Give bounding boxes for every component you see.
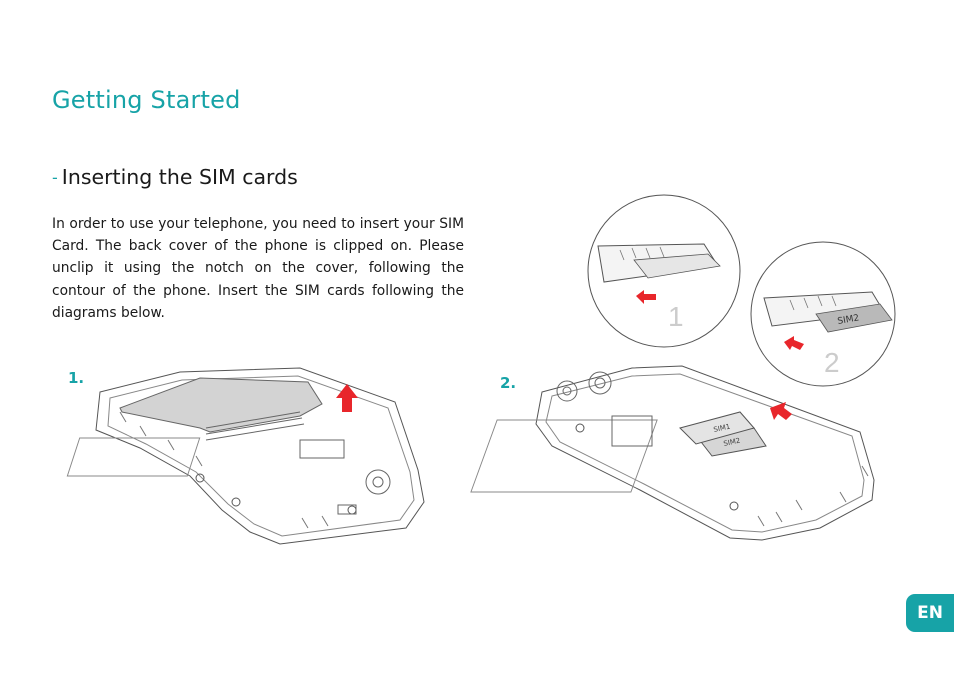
figure-2-battery-bay (470, 419, 658, 493)
figure-1-back-cover (119, 377, 323, 441)
zoom-circle-2: SIM2 2 (750, 241, 896, 387)
figure-2-phone-body (535, 365, 875, 541)
figure-2-sim1-label: SIM1 (713, 423, 731, 434)
zoom-2-number: 2 (824, 347, 840, 378)
figure-2-screw-hole (729, 501, 739, 511)
instructions-paragraph: In order to use your telephone, you need… (52, 216, 464, 321)
figure-2-clip-marks (757, 465, 869, 527)
language-badge: EN (906, 594, 954, 632)
figure-2-phone-inner-edge (545, 373, 865, 533)
figure-2-camera-lens (562, 386, 572, 396)
zoom-1-sim-card (633, 253, 721, 279)
zoom-circle-1: 1 (587, 194, 741, 348)
figure-2-sim1-card (679, 411, 755, 445)
figure-2-insert-arrow-icon (770, 402, 792, 420)
figure-2-card-slot (611, 415, 653, 447)
figure-1-camera-lens (372, 476, 384, 488)
figure-2-sim2-label: SIM2 (723, 437, 741, 448)
zoom-2-sim2-label: SIM2 (837, 313, 860, 327)
figure-1-camera-ring (365, 469, 391, 495)
zoom-2-insert-arrow-icon (784, 336, 804, 350)
figure-1-phone-inner-edge (107, 375, 415, 537)
section-dash: - (52, 168, 58, 187)
figure-2-camera-ring (556, 380, 578, 402)
zoom-2-contacts (789, 295, 837, 311)
figure-2-flash-ring (588, 371, 612, 395)
step-2-label: 2. (500, 374, 517, 392)
figure-1-screw-hole (195, 473, 205, 483)
figure-1-battery-area (66, 437, 201, 477)
zoom-1-number: 1 (668, 301, 684, 332)
zoom-1-contacts (619, 246, 665, 261)
section-heading: -Inserting the SIM cards (52, 165, 298, 189)
zoom-1-eject-arrow-icon (636, 290, 656, 304)
figure-2-flash (594, 377, 606, 389)
step-1-label: 1. (68, 369, 85, 387)
figure-2-sim-cards: SIM1 SIM2 (679, 411, 767, 457)
figure-1-connector (337, 504, 357, 515)
figure-1-clip-marks (119, 411, 329, 529)
figure-2-phone-open (470, 365, 875, 541)
page-title: Getting Started (52, 86, 241, 114)
zoom-2-sim2-card (815, 303, 893, 333)
figure-2-screw-hole (575, 423, 585, 433)
figure-1-lift-arrow-icon (336, 384, 358, 412)
figure-1-screw-hole (231, 497, 241, 507)
section-heading-text: Inserting the SIM cards (61, 165, 298, 189)
figure-1-sim-slots (299, 439, 345, 459)
